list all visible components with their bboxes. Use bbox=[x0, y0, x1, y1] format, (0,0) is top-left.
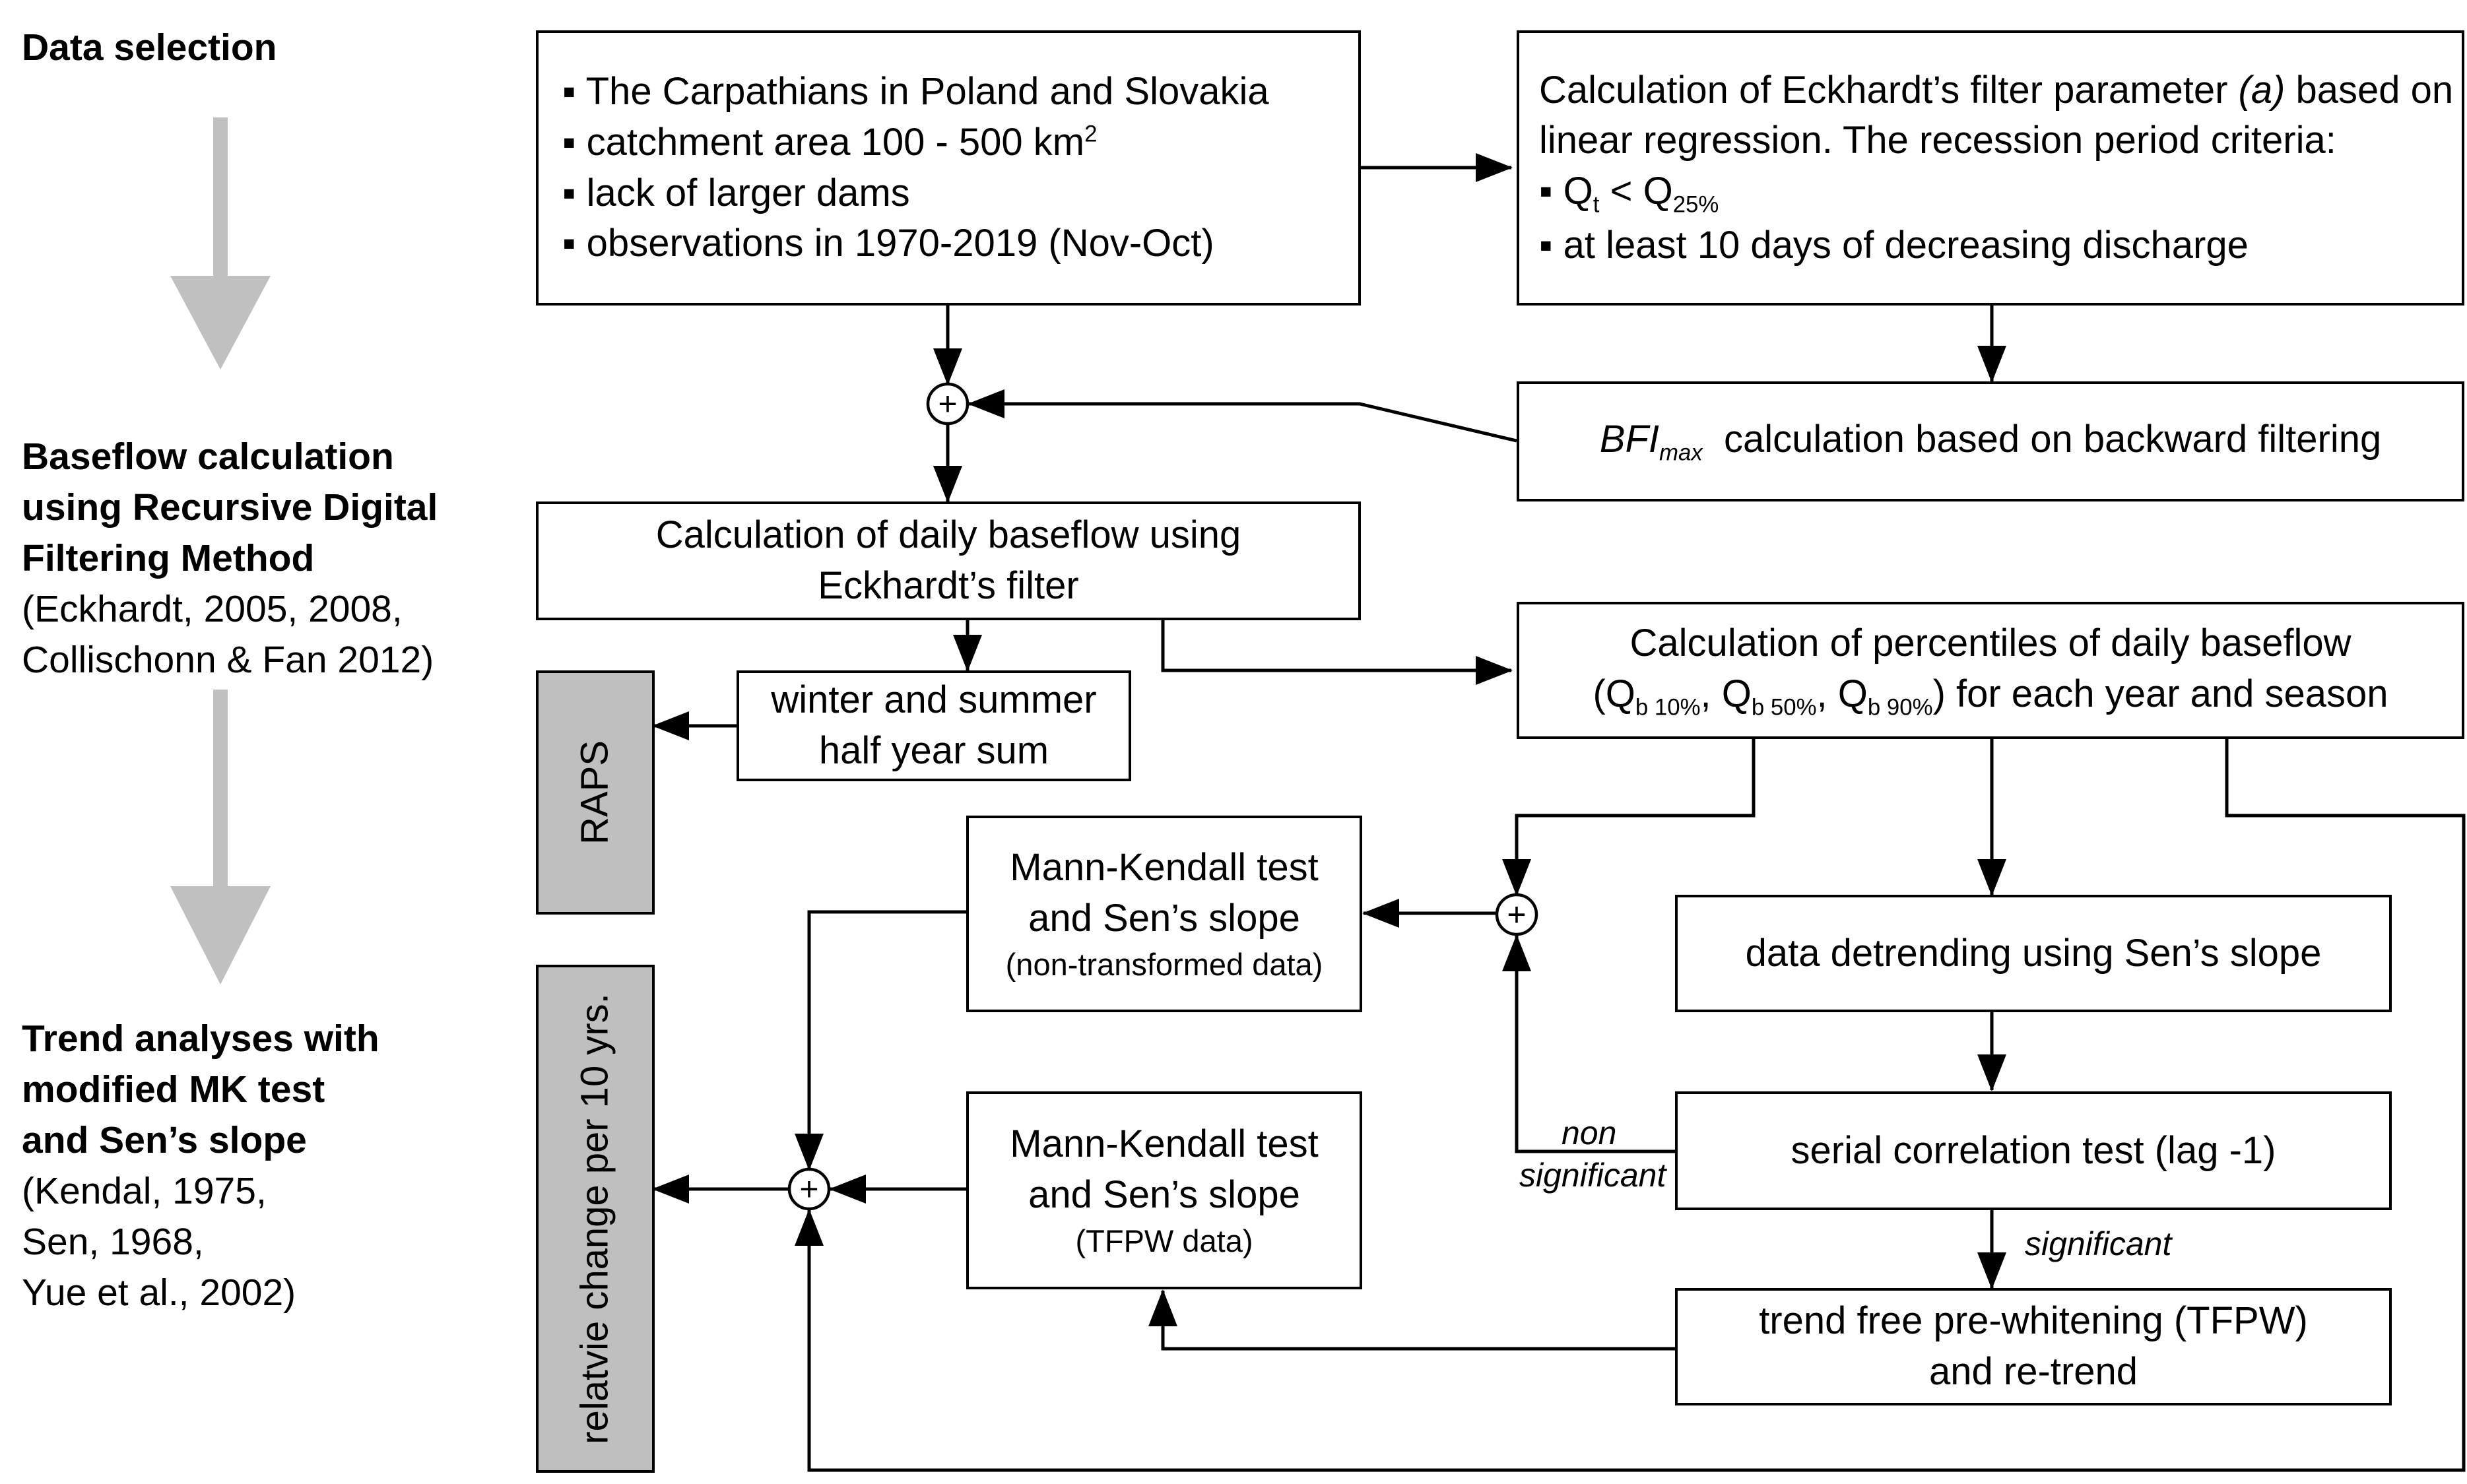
mk2-line-2: and Sen’s slope bbox=[1028, 1173, 1300, 1216]
stage-baseflow-ref-1: (Eckhardt, 2005, 2008, bbox=[22, 588, 403, 630]
daily-line-2: Eckhardt’s filter bbox=[818, 564, 1079, 607]
arrow-percentiles-loop-to-junction3 bbox=[795, 739, 2466, 1472]
relative-change-label: relatvie change per 10 yrs. bbox=[573, 993, 616, 1444]
bfi-text: BFImax calculation based on backward fil… bbox=[1599, 418, 2382, 466]
perc-line-2: (Qb 10%, Qb 50%, Qb 90%) for each year a… bbox=[1593, 672, 2388, 721]
arrow-serial-to-junction2 bbox=[1502, 934, 1675, 1153]
eck-line-4: ▪ at least 10 days of decreasing dischar… bbox=[1539, 223, 2249, 267]
arrow-bfi-to-junction1 bbox=[968, 389, 1517, 443]
arrow-tfpw-to-mk2 bbox=[1148, 1289, 1675, 1351]
junction-1: + bbox=[926, 382, 970, 426]
stage-trend-ref-2: Sen, 1968, bbox=[22, 1221, 204, 1263]
box-detrending: data detrending using Sen’s slope bbox=[1675, 895, 2392, 1012]
box-data-selection: ▪ The Carpathians in Poland and Slovakia… bbox=[536, 30, 1361, 306]
junction-2: + bbox=[1495, 893, 1538, 936]
stage-baseflow-title-2: using Recursive Digital bbox=[22, 486, 438, 529]
stage-trend-title-3: and Sen’s slope bbox=[22, 1119, 307, 1161]
box-raps: RAPS bbox=[536, 670, 655, 915]
stage-trend-title-2: modified MK test bbox=[22, 1068, 325, 1111]
box-percentiles: Calculation of percentiles of daily base… bbox=[1517, 602, 2464, 739]
box-mk-nontransformed: Mann-Kendall test and Sen’s slope (non-t… bbox=[966, 816, 1362, 1012]
label-significant: significant bbox=[2025, 1225, 2172, 1262]
label-non-significant: significant bbox=[1519, 1157, 1666, 1194]
stage-baseflow: Baseflow calculation using Recursive Dig… bbox=[22, 432, 438, 686]
data-bullet-3: ▪ lack of larger dams bbox=[562, 171, 910, 214]
stage-trend-title-1: Trend analyses with bbox=[22, 1017, 379, 1060]
box-half-year-sum: winter and summer half year sum bbox=[737, 670, 1131, 781]
svg-text:+: + bbox=[799, 1171, 818, 1208]
mk1-line-1: Mann-Kendall test bbox=[1010, 846, 1319, 889]
arrow-daily-to-percentiles bbox=[1161, 619, 1513, 685]
svg-text:+: + bbox=[1507, 896, 1526, 933]
stage-data-selection: Data selection bbox=[22, 22, 277, 73]
sum-line-2: half year sum bbox=[818, 729, 1049, 772]
tfpw-line-2: and re-trend bbox=[1929, 1350, 2138, 1393]
box-mk-tfpw: Mann-Kendall test and Sen’s slope (TFPW … bbox=[966, 1091, 1362, 1289]
mk2-line-3: (TFPW data) bbox=[1075, 1223, 1253, 1258]
label-non: non bbox=[1562, 1114, 1617, 1151]
perc-line-1: Calculation of percentiles of daily base… bbox=[1629, 621, 2352, 664]
mk1-line-3: (non-transformed data) bbox=[1005, 946, 1323, 982]
stage-arrow-2 bbox=[170, 690, 271, 984]
mk2-line-1: Mann-Kendall test bbox=[1010, 1122, 1319, 1166]
data-bullet-2: ▪ catchment area 100 - 500 km2 bbox=[562, 120, 1098, 164]
serial-text: serial correlation test (lag -1) bbox=[1791, 1128, 2276, 1172]
stage-trend-ref-3: Yue et al., 2002) bbox=[22, 1272, 296, 1314]
tfpw-line-1: trend free pre-whitening (TFPW) bbox=[1759, 1299, 2308, 1343]
stage-arrow-1 bbox=[170, 117, 271, 370]
stage-baseflow-title-1: Baseflow calculation bbox=[22, 436, 394, 478]
box-bfimax: BFImax calculation based on backward fil… bbox=[1517, 381, 2464, 501]
box-relative-change: relatvie change per 10 yrs. bbox=[536, 965, 655, 1473]
stage-baseflow-title-3: Filtering Method bbox=[22, 537, 315, 579]
svg-text:+: + bbox=[938, 385, 957, 422]
data-bullet-4: ▪ observations in 1970-2019 (Nov-Oct) bbox=[562, 222, 1214, 265]
box-daily-baseflow: Calculation of daily baseflow using Eckh… bbox=[536, 501, 1361, 620]
sum-line-1: winter and summer bbox=[771, 678, 1097, 722]
junction-3: + bbox=[787, 1167, 831, 1211]
eck-line-1: Calculation of Eckhardt’s filter paramet… bbox=[1539, 68, 2454, 112]
raps-label: RAPS bbox=[573, 740, 616, 845]
stage-baseflow-ref-2: Collischonn & Fan 2012) bbox=[22, 639, 434, 681]
stage-trend: Trend analyses with modified MK test and… bbox=[22, 1014, 379, 1318]
box-eckhardt-parameter: Calculation of Eckhardt’s filter paramet… bbox=[1517, 30, 2464, 306]
detrend-text: data detrending using Sen’s slope bbox=[1745, 931, 2322, 975]
mk1-line-2: and Sen’s slope bbox=[1028, 896, 1300, 940]
stage-trend-ref-1: (Kendal, 1975, bbox=[22, 1170, 267, 1212]
box-serial-correlation: serial correlation test (lag -1) bbox=[1675, 1091, 2392, 1210]
arrow-mk1-to-junction3 bbox=[795, 910, 966, 1171]
box-tfpw: trend free pre-whitening (TFPW) and re-t… bbox=[1675, 1288, 2392, 1405]
eck-line-3: ▪ Qt < Q25% bbox=[1539, 170, 1719, 218]
daily-line-1: Calculation of daily baseflow using bbox=[655, 513, 1241, 557]
eck-line-2: linear regression. The recession period … bbox=[1539, 119, 2336, 162]
arrow-percentiles-to-junction2 bbox=[1502, 739, 1756, 896]
data-bullet-1: ▪ The Carpathians in Poland and Slovakia bbox=[562, 70, 1269, 113]
stage-data-selection-title: Data selection bbox=[22, 26, 277, 69]
